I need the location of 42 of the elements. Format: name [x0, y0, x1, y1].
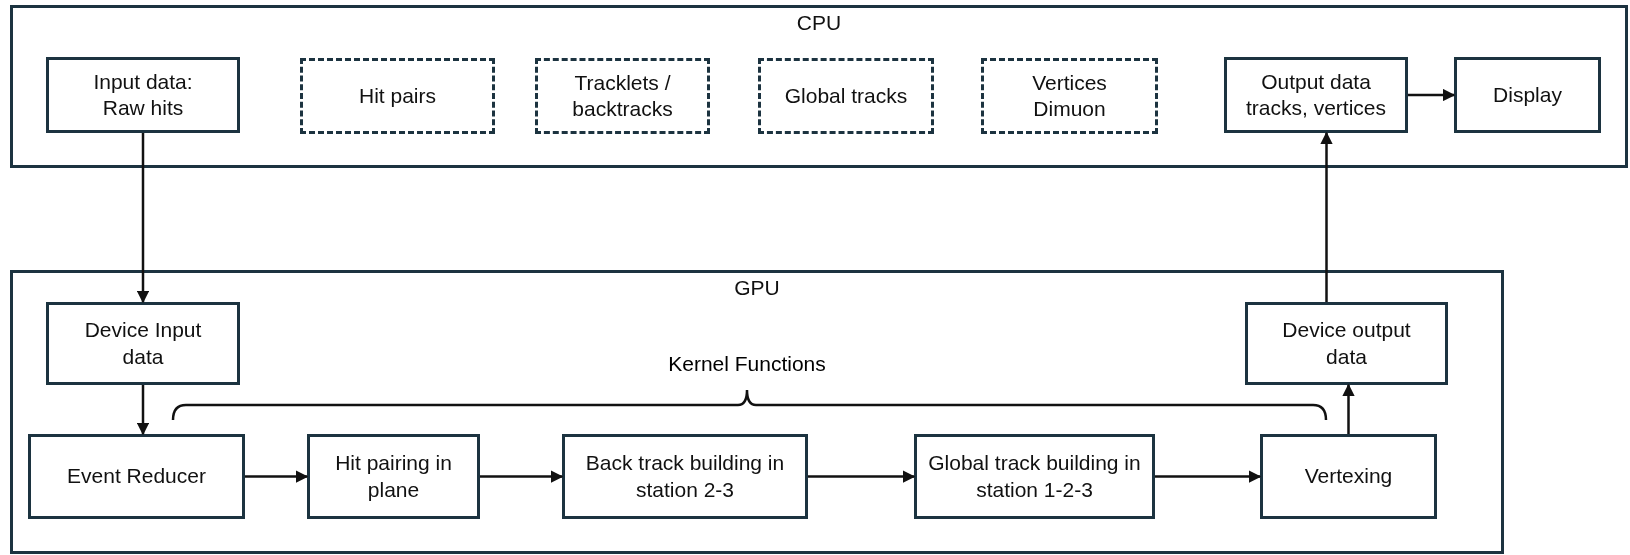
arrow [1320, 131, 1333, 302]
arrow [1342, 383, 1355, 434]
box-label: Output data tracks, vertices [1245, 68, 1387, 121]
process-box [307, 434, 480, 519]
process-box [1260, 434, 1437, 519]
arrow [136, 385, 150, 436]
box-label: Hit pairs [358, 82, 437, 109]
process-box [562, 434, 808, 519]
process-box [1224, 57, 1408, 133]
arrow [808, 470, 916, 483]
box-label: Display [1492, 81, 1563, 108]
group-title: GPU [734, 275, 780, 301]
process-box [46, 302, 240, 385]
box-label: Device output data [1281, 317, 1412, 370]
process-box [28, 434, 245, 519]
box-label: Vertices Dimuon [1031, 69, 1108, 122]
box-label: Tracklets / backtracks [571, 69, 674, 122]
arrow [245, 470, 309, 483]
data-box [981, 58, 1158, 134]
box-label: Input data: Raw hits [92, 68, 194, 121]
group-panel [10, 5, 1628, 168]
box-label: Global track building in station 1-2-3 [927, 450, 1142, 503]
arrow [136, 133, 150, 304]
box-label: Vertexing [1303, 463, 1394, 490]
arrow [1155, 470, 1262, 483]
process-box [1454, 57, 1601, 133]
process-box [914, 434, 1155, 519]
data-box [758, 58, 934, 134]
group-panel [10, 270, 1504, 554]
group-title: CPU [796, 10, 842, 36]
box-label: Global tracks [783, 82, 909, 109]
arrow [1408, 88, 1456, 102]
process-box [46, 57, 240, 133]
brace-label: Kernel Functions [668, 352, 826, 376]
box-label: Hit pairing in plane [334, 450, 453, 503]
arrow [480, 470, 564, 483]
box-label: Event Reducer [66, 463, 207, 490]
data-box [300, 58, 495, 134]
box-label: Back track building in station 2-3 [584, 450, 786, 503]
box-label: Device Input data [83, 317, 203, 370]
process-box [1245, 302, 1448, 385]
data-box [535, 58, 710, 134]
